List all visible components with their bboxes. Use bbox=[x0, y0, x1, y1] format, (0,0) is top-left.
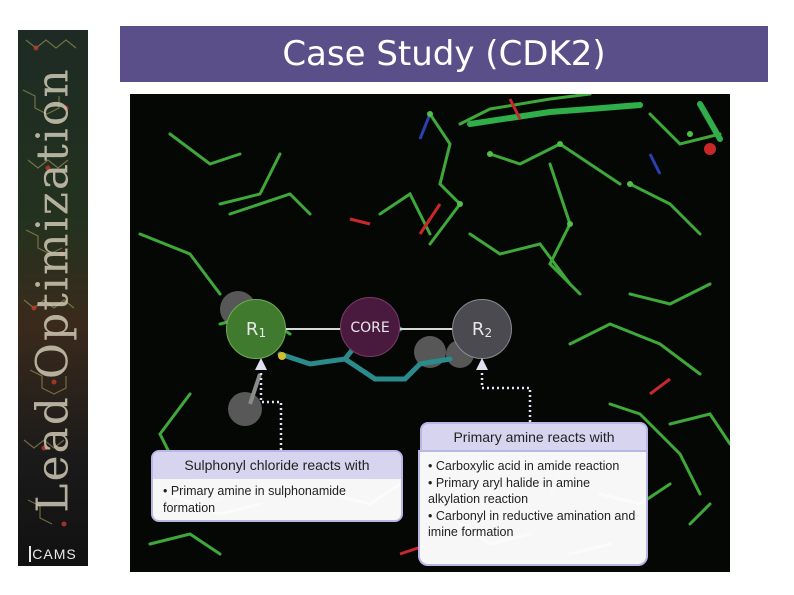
callout-sulphonyl-body: • Primary amine in sulphonamide formatio… bbox=[153, 479, 401, 520]
slide-title: Case Study (CDK2) bbox=[282, 34, 606, 74]
r2-subscript: 2 bbox=[484, 326, 493, 340]
connector-r1-core bbox=[286, 328, 342, 330]
callout-amine-header: Primary amine reacts with bbox=[420, 422, 648, 450]
r1-label: R bbox=[245, 319, 259, 340]
callout-sulphonyl-header: Sulphonyl chloride reacts with bbox=[153, 452, 401, 479]
r2-node: R2 bbox=[452, 299, 512, 359]
r1-subscript: 1 bbox=[258, 326, 267, 340]
callout-item: • Primary aryl halide in amine alkylatio… bbox=[428, 475, 591, 507]
callout-sulphonyl: Sulphonyl chloride reacts with • Primary… bbox=[151, 450, 403, 522]
r1-node: R1 bbox=[226, 299, 286, 359]
molecule-pattern-decoration bbox=[22, 39, 77, 527]
cams-logo: CAMS bbox=[18, 546, 88, 562]
core-node: CORE bbox=[340, 297, 400, 357]
callout-amine-body: • Carboxylic acid in amide reaction • Pr… bbox=[420, 452, 646, 547]
r2-label: R bbox=[471, 319, 485, 340]
callout-amine: • Carboxylic acid in amide reaction • Pr… bbox=[418, 450, 648, 566]
banner-title: Lead Optimization bbox=[27, 67, 79, 513]
side-banner: Lead Optimization CAMS bbox=[18, 30, 88, 566]
callout-item: • Carboxylic acid in amide reaction bbox=[428, 459, 620, 473]
core-label: CORE bbox=[350, 320, 390, 336]
title-bar: Case Study (CDK2) bbox=[120, 26, 768, 82]
callout-item: • Carbonyl in reductive amination and im… bbox=[428, 508, 636, 540]
callout-item: • Primary amine in sulphonamide formatio… bbox=[163, 484, 346, 515]
logo-text: CAMS bbox=[32, 546, 77, 562]
connector-core-r2 bbox=[400, 328, 454, 330]
